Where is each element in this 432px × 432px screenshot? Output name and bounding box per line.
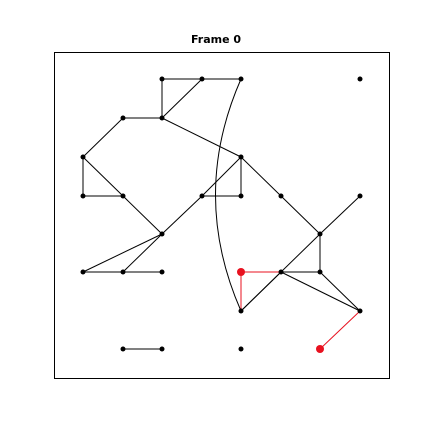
node-n19	[120, 269, 126, 275]
edge-layer	[82, 78, 361, 350]
highlighted-node-n21	[237, 268, 245, 276]
edge-n6-n8	[161, 117, 242, 158]
edge-n8-n14	[240, 156, 282, 197]
edge-n5-n7	[82, 117, 124, 158]
edge-n14-n16	[280, 195, 321, 235]
node-n12	[199, 193, 205, 199]
node-n6	[159, 115, 165, 121]
edge-n17-n12	[161, 195, 203, 235]
node-n27	[238, 346, 244, 352]
node-n1	[357, 76, 363, 82]
node-n20	[238, 308, 244, 314]
figure-title: Frame 0	[190, 33, 242, 46]
edge-n23-n24	[319, 271, 361, 312]
node-layer	[80, 76, 363, 353]
axes-frame	[54, 52, 390, 379]
edge-n12-n8	[201, 156, 242, 197]
node-n16	[317, 231, 323, 237]
node-n8	[238, 154, 244, 160]
edge-n17-n19	[122, 233, 163, 273]
node-n7	[80, 154, 86, 160]
node-n14	[278, 193, 284, 199]
node-n24	[357, 308, 363, 314]
node-n11	[120, 193, 126, 199]
node-n2	[159, 76, 165, 82]
node-n5	[120, 115, 126, 121]
node-n22	[278, 269, 284, 275]
node-n4	[238, 76, 244, 82]
edge-n22-n20	[240, 271, 282, 312]
node-n13	[238, 193, 244, 199]
highlight-edge-n28-n24	[319, 310, 361, 350]
edge-n11-n17	[122, 195, 163, 235]
highlighted-node-n28	[316, 345, 324, 353]
node-n23	[317, 269, 323, 275]
node-n9	[159, 269, 165, 275]
node-n26	[159, 346, 165, 352]
node-n25	[120, 346, 126, 352]
node-n17	[159, 231, 165, 237]
edge-n17-n18	[82, 233, 163, 273]
edge-n7-n11	[82, 156, 124, 197]
edge-n15-n16	[319, 195, 361, 235]
node-n18	[80, 269, 86, 275]
edge-n4-n20	[215, 78, 242, 312]
node-n10	[80, 193, 86, 199]
node-n15	[357, 193, 363, 199]
edge-n24-n22	[280, 271, 361, 312]
node-n3	[199, 76, 205, 82]
edge-n3-n6	[161, 78, 203, 119]
